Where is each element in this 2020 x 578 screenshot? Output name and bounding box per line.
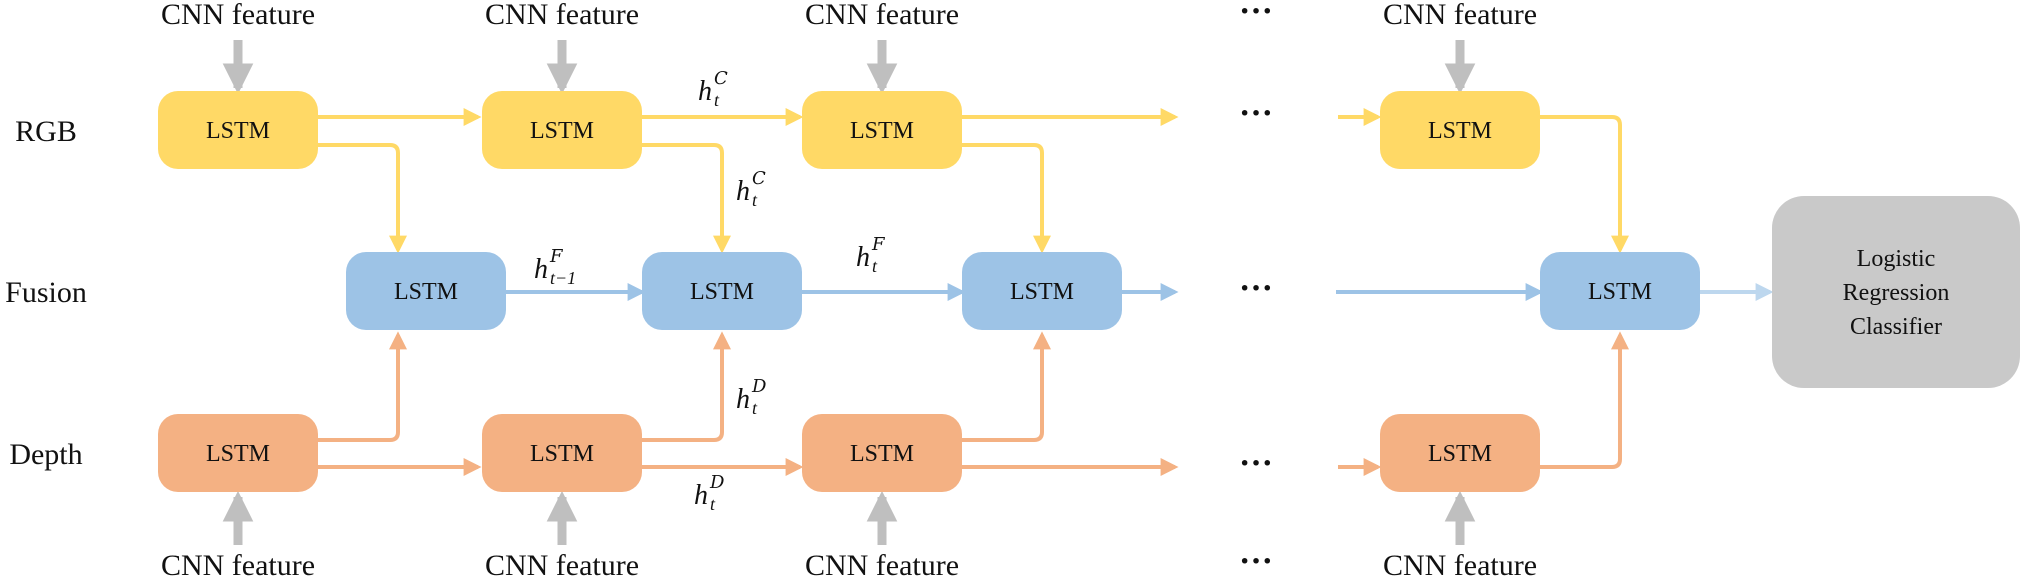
label-h-c-down-sub: t	[752, 190, 758, 210]
label-h-d-bottom-sup: D	[709, 472, 725, 493]
fusion-lstm-1: LSTM	[346, 252, 506, 330]
depth-lstm-1-label: LSTM	[206, 441, 270, 467]
label-h-f-prev-sub: t−1	[550, 268, 576, 288]
rgb-lstm-boxes: LSTM LSTM LSTM LSTM	[158, 91, 1540, 169]
depth-lstm-4: LSTM	[1380, 414, 1540, 492]
depth-arrow-1-up	[318, 331, 407, 442]
label-h-c-top-sup: C	[714, 68, 728, 89]
label-h-c-top-base: h	[698, 76, 712, 107]
label-h-c-top-sub: t	[714, 90, 720, 110]
cnn-label-top-2: CNN feature	[485, 0, 639, 31]
depth-lstm-2-label: LSTM	[530, 441, 594, 467]
fusion-lstm-3: LSTM	[962, 252, 1122, 330]
fusion-lstm-4-label: LSTM	[1588, 279, 1652, 305]
classifier-line-3: Classifier	[1850, 314, 1942, 340]
cnn-label-bottom-2: CNN feature	[485, 549, 639, 578]
rgb-arrow-3-down	[962, 143, 1051, 254]
label-h-d-up-base: h	[736, 384, 750, 415]
ellipsis-rgb: ···	[1239, 95, 1273, 132]
fusion-lstm-2-label: LSTM	[690, 279, 754, 305]
row-label-depth: Depth	[9, 438, 82, 471]
label-h-f-prev: h F t−1	[534, 246, 576, 288]
rgb-lstm-2-label: LSTM	[530, 118, 594, 144]
classifier-box: Logistic Regression Classifier	[1772, 196, 2020, 388]
depth-lstm-1: LSTM	[158, 414, 318, 492]
cnn-label-bottom-3: CNN feature	[805, 549, 959, 578]
fusion-lstm-boxes: LSTM LSTM LSTM LSTM	[346, 252, 1700, 330]
cnn-label-top-4: CNN feature	[1383, 0, 1537, 31]
cnn-label-top-1: CNN feature	[161, 0, 315, 31]
label-h-d-up: h D t	[736, 376, 767, 418]
label-h-f-base: h	[856, 242, 870, 273]
fusion-lstm-2: LSTM	[642, 252, 802, 330]
depth-lstm-4-label: LSTM	[1428, 441, 1492, 467]
rgb-lstm-3-label: LSTM	[850, 118, 914, 144]
cnn-label-bottom-1: CNN feature	[161, 549, 315, 578]
rgb-lstm-1: LSTM	[158, 91, 318, 169]
label-h-f-prev-sup: F	[549, 246, 564, 267]
label-h-d-up-sup: D	[751, 376, 767, 397]
row-label-rgb: RGB	[15, 115, 77, 148]
rgb-lstm-2: LSTM	[482, 91, 642, 169]
label-h-f-sub: t	[872, 256, 878, 276]
label-h-f: h F t	[856, 234, 886, 276]
label-h-d-bottom-sub: t	[710, 494, 716, 514]
fusion-lstm-3-label: LSTM	[1010, 279, 1074, 305]
label-h-c-down: h C t	[736, 168, 766, 210]
rgb-lstm-4: LSTM	[1380, 91, 1540, 169]
label-h-d-up-sub: t	[752, 398, 758, 418]
depth-lstm-boxes: LSTM LSTM LSTM LSTM	[158, 414, 1540, 492]
depth-lstm-2: LSTM	[482, 414, 642, 492]
ellipsis-top: ···	[1239, 0, 1273, 30]
depth-arrow-4-up	[1540, 331, 1629, 469]
label-h-f-prev-base: h	[534, 254, 548, 285]
label-h-c-top: h C t	[698, 68, 728, 110]
rgb-arrow-4-down	[1540, 115, 1629, 254]
label-h-c-down-base: h	[736, 176, 750, 207]
depth-arrow-3-up	[962, 331, 1051, 442]
label-h-c-down-sup: C	[752, 168, 766, 189]
label-h-d-bottom: h D t	[694, 472, 725, 514]
fusion-lstm-1-label: LSTM	[394, 279, 458, 305]
ellipsis-fusion: ···	[1239, 270, 1273, 307]
ellipsis-bottom: ···	[1239, 543, 1273, 578]
label-h-d-bottom-base: h	[694, 480, 708, 511]
depth-arrows	[318, 331, 1629, 476]
fusion-lstm-4: LSTM	[1540, 252, 1700, 330]
label-h-f-sup: F	[871, 234, 886, 255]
row-label-fusion: Fusion	[5, 276, 87, 309]
rgb-arrow-2-down	[642, 143, 731, 254]
depth-lstm-3-label: LSTM	[850, 441, 914, 467]
classifier-line-2: Regression	[1843, 280, 1950, 306]
depth-arrow-2-up	[642, 331, 731, 442]
rgb-lstm-4-label: LSTM	[1428, 118, 1492, 144]
depth-lstm-3: LSTM	[802, 414, 962, 492]
rgb-arrows	[318, 108, 1629, 254]
rgb-arrow-1-down	[318, 143, 407, 254]
ellipsis-depth: ···	[1239, 445, 1273, 482]
classifier-line-1: Logistic	[1857, 246, 1936, 272]
cnn-label-top-3: CNN feature	[805, 0, 959, 31]
cnn-label-bottom-4: CNN feature	[1383, 549, 1537, 578]
cnn-arrows	[222, 40, 1476, 545]
rgb-lstm-3: LSTM	[802, 91, 962, 169]
rgb-lstm-1-label: LSTM	[206, 118, 270, 144]
